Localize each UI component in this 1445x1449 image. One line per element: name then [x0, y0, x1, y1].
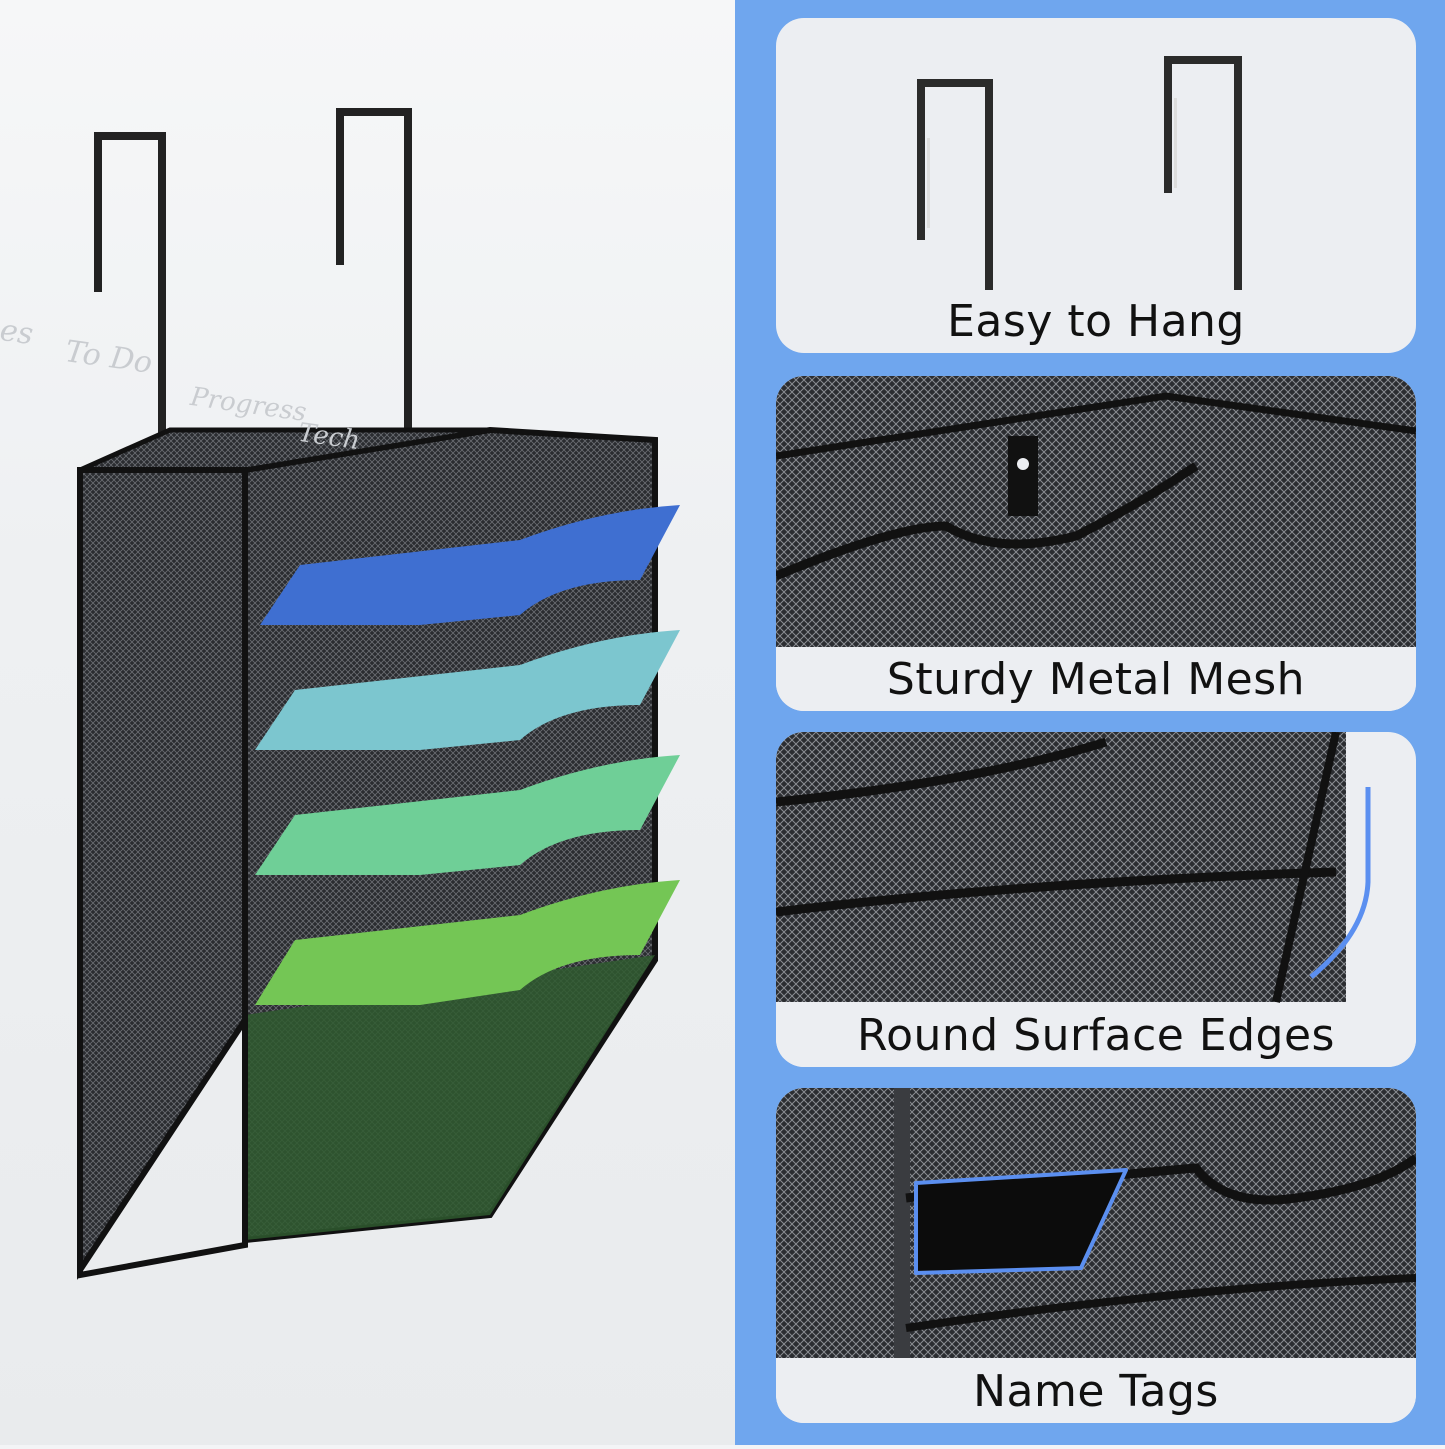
feature-panel-round-surface-edges: Round Surface Edges	[776, 732, 1416, 1067]
wall-file-organizer-image	[77, 108, 680, 1280]
feature-label: Easy to Hang	[947, 296, 1245, 347]
feature-label: Sturdy Metal Mesh	[886, 654, 1306, 705]
name-tag-icon	[776, 1088, 1416, 1358]
feature-column: Easy to Hang Sturdy Metal Mesh	[735, 0, 1445, 1445]
mesh-icon	[776, 376, 1416, 651]
feature-panel-easy-to-hang: Easy to Hang	[776, 18, 1416, 353]
feature-label: Name Tags	[973, 1366, 1219, 1417]
rounded-edge-icon	[776, 732, 1371, 1003]
hook-left	[94, 108, 412, 470]
hooks-icon	[917, 56, 1242, 290]
feature-panel-name-tags: Name Tags	[776, 1088, 1416, 1423]
folders	[255, 505, 680, 1005]
feature-label: Round Surface Edges	[857, 1010, 1335, 1061]
board-text: es	[0, 312, 36, 353]
feature-panel-sturdy-metal-mesh: Sturdy Metal Mesh	[776, 376, 1416, 711]
product-photo: es To Do Progress Tech	[0, 0, 735, 1445]
